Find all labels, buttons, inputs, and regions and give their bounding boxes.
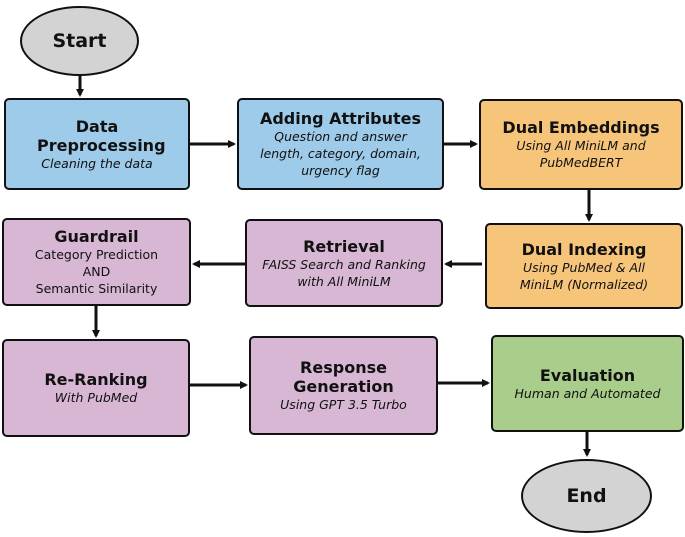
- retrieval-step: Retrieval FAISS Search and Ranking with …: [245, 219, 443, 307]
- response-generation-title: Response Generation: [293, 358, 394, 396]
- dual-indexing-step: Dual Indexing Using PubMed & All MiniLM …: [485, 223, 683, 309]
- start-terminal: Start: [20, 6, 139, 76]
- guardrail-title: Guardrail: [54, 227, 139, 246]
- response-generation-step: Response Generation Using GPT 3.5 Turbo: [249, 336, 438, 435]
- guardrail-desc-line1: Category Prediction: [34, 247, 159, 262]
- data-preprocessing-title: Data Preprocessing: [37, 116, 166, 155]
- re-ranking-title: Re-Ranking: [44, 370, 148, 389]
- data-preprocessing-desc: Cleaning the data: [41, 155, 153, 171]
- retrieval-title: Retrieval: [303, 236, 385, 256]
- start-label: Start: [52, 30, 107, 52]
- guardrail-step: Guardrail Category Prediction AND Semant…: [2, 218, 191, 306]
- dual-embeddings-desc: Using All MiniLM and PubMedBERT: [516, 138, 646, 170]
- response-generation-desc: Using GPT 3.5 Turbo: [280, 397, 407, 412]
- guardrail-desc-line3: Semantic Similarity: [35, 281, 158, 296]
- retrieval-desc: FAISS Search and Ranking with All MiniLM: [262, 256, 426, 289]
- adding-attributes-desc: Question and answer length, category, do…: [260, 129, 421, 178]
- re-ranking-step: Re-Ranking With PubMed: [2, 339, 190, 437]
- adding-attributes-title: Adding Attributes: [259, 109, 422, 128]
- evaluation-step: Evaluation Human and Automated: [491, 335, 684, 432]
- dual-embeddings-step: Dual Embeddings Using All MiniLM and Pub…: [479, 99, 683, 190]
- evaluation-desc: Human and Automated: [514, 385, 661, 401]
- re-ranking-desc: With PubMed: [54, 390, 138, 405]
- end-label: End: [566, 485, 607, 507]
- guardrail-desc-line2: AND: [82, 264, 111, 279]
- dual-indexing-desc: Using PubMed & All MiniLM (Normalized): [519, 259, 649, 292]
- dual-indexing-title: Dual Indexing: [521, 239, 647, 259]
- adding-attributes-step: Adding Attributes Question and answer le…: [237, 98, 444, 190]
- dual-embeddings-title: Dual Embeddings: [502, 118, 660, 137]
- data-preprocessing-step: Data Preprocessing Cleaning the data: [4, 98, 190, 190]
- evaluation-title: Evaluation: [539, 365, 636, 385]
- end-terminal: End: [521, 459, 652, 533]
